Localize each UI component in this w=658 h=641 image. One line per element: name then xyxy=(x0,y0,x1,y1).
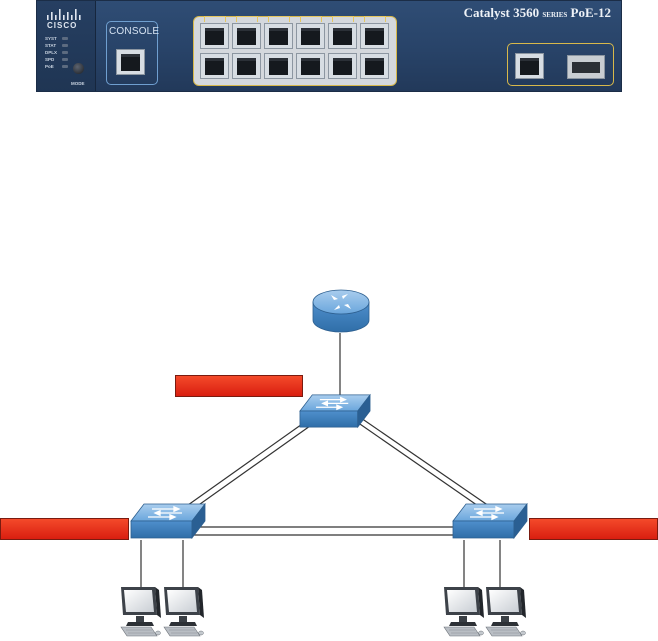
left-switch-icon[interactable] xyxy=(130,503,206,539)
poe-indicator-mark xyxy=(204,16,226,22)
uplink-sfp-port[interactable] xyxy=(567,55,605,79)
label-box-top xyxy=(175,375,303,397)
access-port-12[interactable] xyxy=(360,53,389,79)
link-core-left-b xyxy=(185,425,311,515)
led-syst: SYST xyxy=(45,36,89,43)
console-label: CONSOLE xyxy=(109,26,160,37)
switch-front-panel: CISCO SYST STAT DPLX SPD PoE MODE CONSOL… xyxy=(36,0,622,92)
desktop-pc-icon[interactable] xyxy=(485,586,526,637)
poe-indicator-mark xyxy=(364,16,386,22)
led-dplx: DPLX xyxy=(45,50,89,57)
uplink-copper-port[interactable] xyxy=(515,53,544,79)
access-port-2[interactable] xyxy=(232,23,261,49)
model-name: Catalyst 3560 SERIES PoE-12 xyxy=(463,5,611,20)
access-port-10[interactable] xyxy=(296,53,325,79)
poe-indicator-mark xyxy=(300,16,322,22)
link-core-right-b xyxy=(360,417,490,507)
label-box-right xyxy=(529,518,658,540)
desktop-pc-icon[interactable] xyxy=(120,586,161,637)
access-port-3[interactable] xyxy=(264,23,293,49)
console-port[interactable] xyxy=(116,49,145,75)
console-port-frame xyxy=(106,21,158,85)
cisco-logo-icon xyxy=(47,9,81,20)
label-box-left xyxy=(0,518,129,540)
right-switch-icon[interactable] xyxy=(452,503,528,539)
network-links xyxy=(140,333,501,590)
mode-label: MODE xyxy=(71,81,85,86)
led-spd: SPD xyxy=(45,57,89,64)
brand-text: CISCO xyxy=(47,21,78,30)
access-port-6[interactable] xyxy=(360,23,389,49)
access-port-9[interactable] xyxy=(264,53,293,79)
desktop-pc-icon[interactable] xyxy=(443,586,484,637)
core-switch-icon[interactable] xyxy=(299,394,371,428)
uplink-port-frame xyxy=(507,43,614,86)
status-led-block: CISCO SYST STAT DPLX SPD PoE MODE xyxy=(37,1,96,91)
led-poe: PoE xyxy=(45,64,89,71)
access-port-11[interactable] xyxy=(328,53,357,79)
link-core-left-a xyxy=(180,421,306,511)
access-port-1[interactable] xyxy=(200,23,229,49)
poe-indicator-mark xyxy=(332,16,354,22)
poe-indicator-mark xyxy=(236,16,258,22)
access-port-5[interactable] xyxy=(328,23,357,49)
access-port-4[interactable] xyxy=(296,23,325,49)
access-port-8[interactable] xyxy=(232,53,261,79)
poe-indicator-mark xyxy=(268,16,290,22)
mode-button[interactable] xyxy=(73,63,84,74)
access-port-7[interactable] xyxy=(200,53,229,79)
router-icon[interactable] xyxy=(312,289,370,333)
desktop-pc-icon[interactable] xyxy=(163,586,204,637)
led-stat: STAT xyxy=(45,43,89,50)
link-core-right-a xyxy=(356,421,485,511)
